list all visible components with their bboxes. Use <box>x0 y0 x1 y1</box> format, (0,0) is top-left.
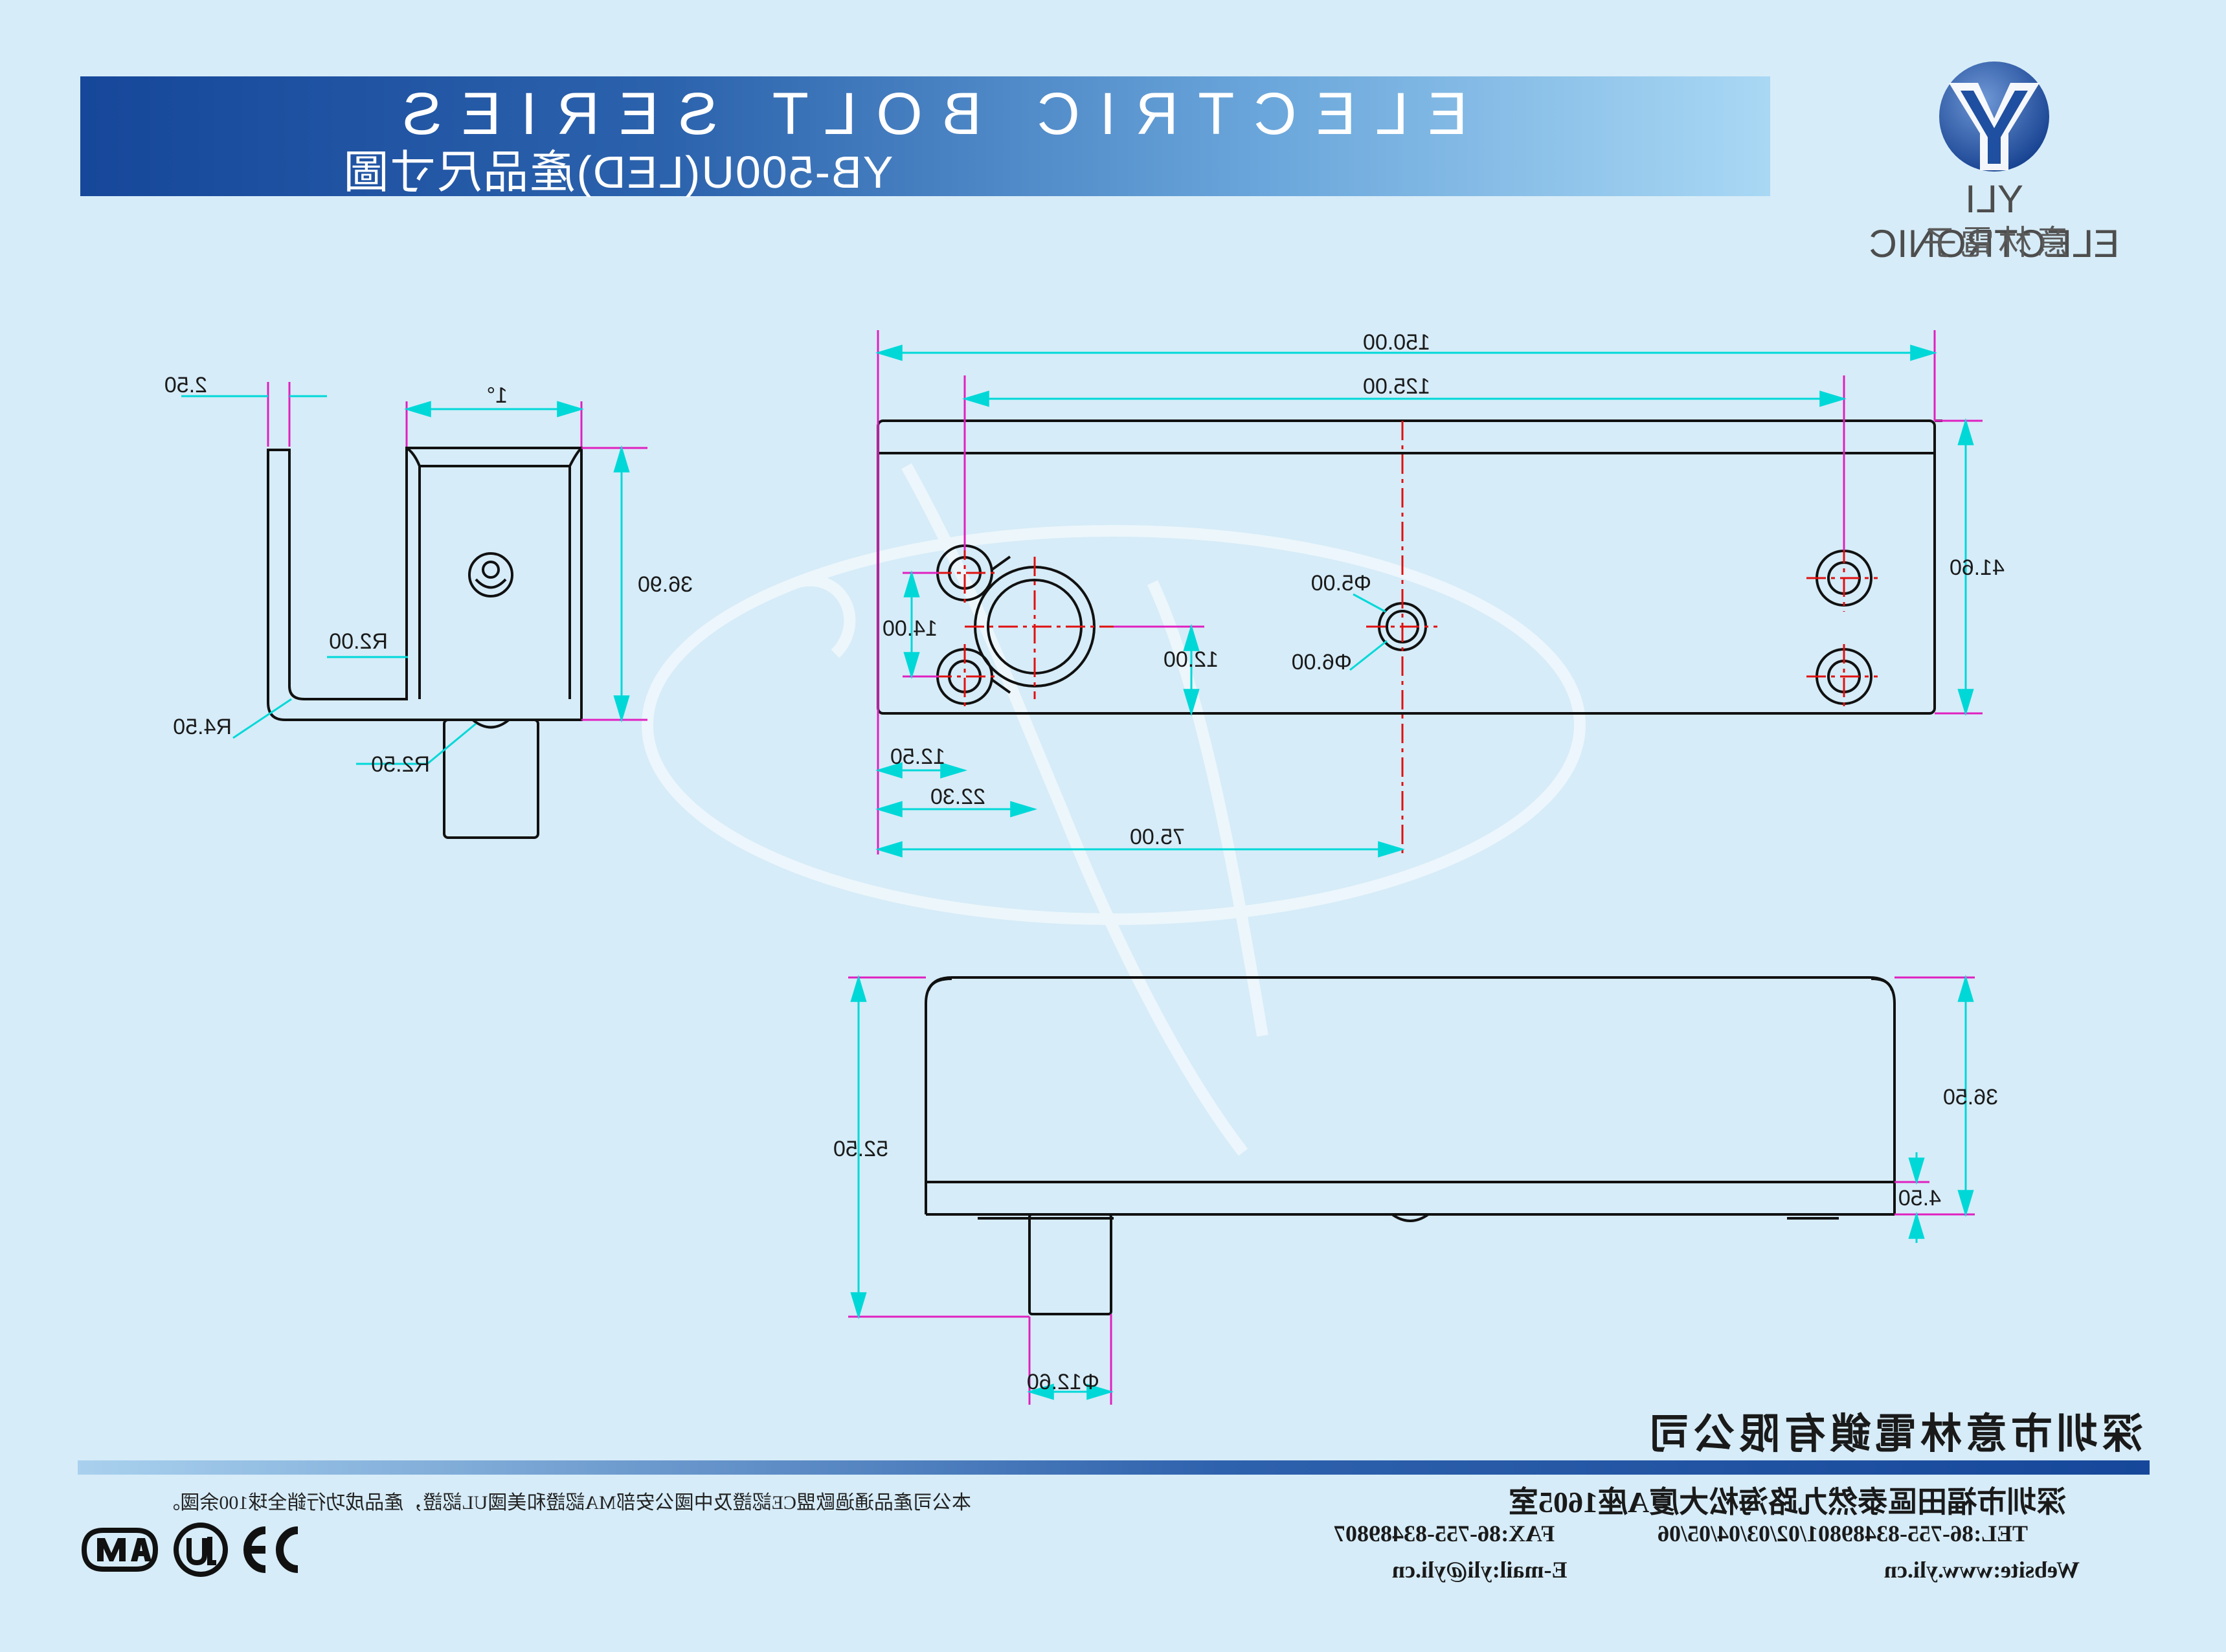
dim-front-base: 4.50 <box>1898 1186 1941 1211</box>
dim-top-width: 41.60 <box>1950 555 2005 580</box>
dim-front-height: 36.50 <box>1943 1085 1998 1110</box>
footer-tel: TEL:86-755-83489801/02/03/04/05/06 <box>1658 1521 2029 1546</box>
dim-top-length: 150.00 <box>1363 330 1430 355</box>
footer-divider <box>78 1460 2150 1475</box>
front-view-dimensions <box>848 974 1975 1405</box>
dim-side-angle: 1° <box>486 383 508 408</box>
certification-marks <box>81 1523 298 1577</box>
side-view <box>267 447 583 839</box>
side-view-dimensions <box>181 382 647 765</box>
dim-side-height: 36.90 <box>638 572 693 597</box>
front-view <box>925 976 1896 1315</box>
dim-top-14: 14.00 <box>883 616 938 641</box>
title-banner: ELECTRIC BOLT SERIES YB-500U(LED)產品尺寸圖 <box>80 76 1770 197</box>
footer-fax: FAX:86-755-83489807 <box>1334 1521 1555 1546</box>
certification-text: 本公司產品通過歐盟CE認證及中國公安部MA認證和美國UL認證，產品成功行銷全球1… <box>161 1492 971 1513</box>
footer-website: Website:www.yli.cn <box>1884 1557 2080 1583</box>
dim-front-total: 52.50 <box>833 1137 888 1161</box>
ul-mark-icon <box>174 1523 228 1577</box>
dim-top-hole-span: 125.00 <box>1363 374 1430 399</box>
dim-top-75: 75.00 <box>1130 825 1185 849</box>
top-view-centerlines <box>932 421 1878 854</box>
dim-top-phi6: Φ6.00 <box>1292 650 1352 675</box>
dim-side-r45: R4.50 <box>173 715 232 739</box>
dim-side-r2: R2.00 <box>329 629 388 654</box>
footer-address: 深圳市福田區泰然九路海松大廈A座1605室 <box>1509 1486 2067 1519</box>
dim-top-phi5: Φ5.00 <box>1311 571 1371 596</box>
dim-top-125: 12.50 <box>890 744 945 769</box>
ce-mark-icon <box>243 1526 298 1573</box>
company-logo: YLI ELECTRONIC 意林電子 <box>1845 57 2143 265</box>
yli-watermark <box>642 463 1586 1156</box>
dim-top-223: 22.30 <box>930 785 985 809</box>
dim-side-thickness: 2.50 <box>164 373 207 397</box>
company-name: 深圳市意林電鎖有限公司 <box>1645 1411 2143 1457</box>
footer-email: E-mail:yli@yli.cn <box>1392 1557 1568 1583</box>
yli-y-logo-icon <box>1939 61 2049 172</box>
dim-side-r25: R2.50 <box>371 752 430 777</box>
top-view <box>877 419 1942 715</box>
dim-front-bolt-dia: Φ12.60 <box>1027 1370 1099 1394</box>
dim-top-12: 12.00 <box>1164 647 1219 672</box>
top-view-dimensions <box>875 330 1983 858</box>
ma-mark-icon <box>81 1528 159 1572</box>
